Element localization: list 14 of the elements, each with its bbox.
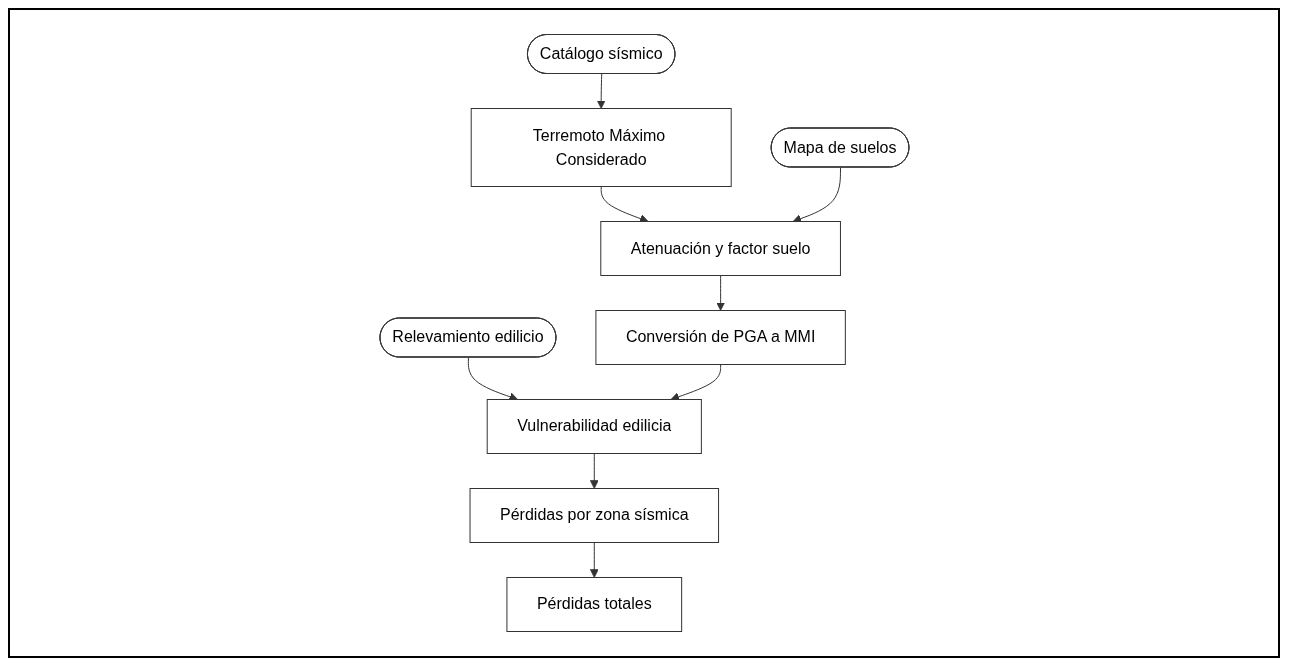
arrow [600,186,649,223]
arrow [792,167,841,223]
arrow [589,453,599,489]
arrow [670,364,721,401]
arrow [715,275,725,311]
node-box: Pérdidas totales [505,577,682,632]
node-box: Conversión de PGA a MMI [594,310,846,365]
node-box: Terremoto Máximo Considerado [470,108,732,187]
arrow [596,73,606,109]
node-box: Pérdidas por zona sísmica [469,488,719,543]
arrow [589,542,599,578]
node-box: Vulnerabilidad edilicia [486,399,702,454]
node-box: Atenuación y factor suelo [599,221,841,276]
arrow [467,357,518,401]
